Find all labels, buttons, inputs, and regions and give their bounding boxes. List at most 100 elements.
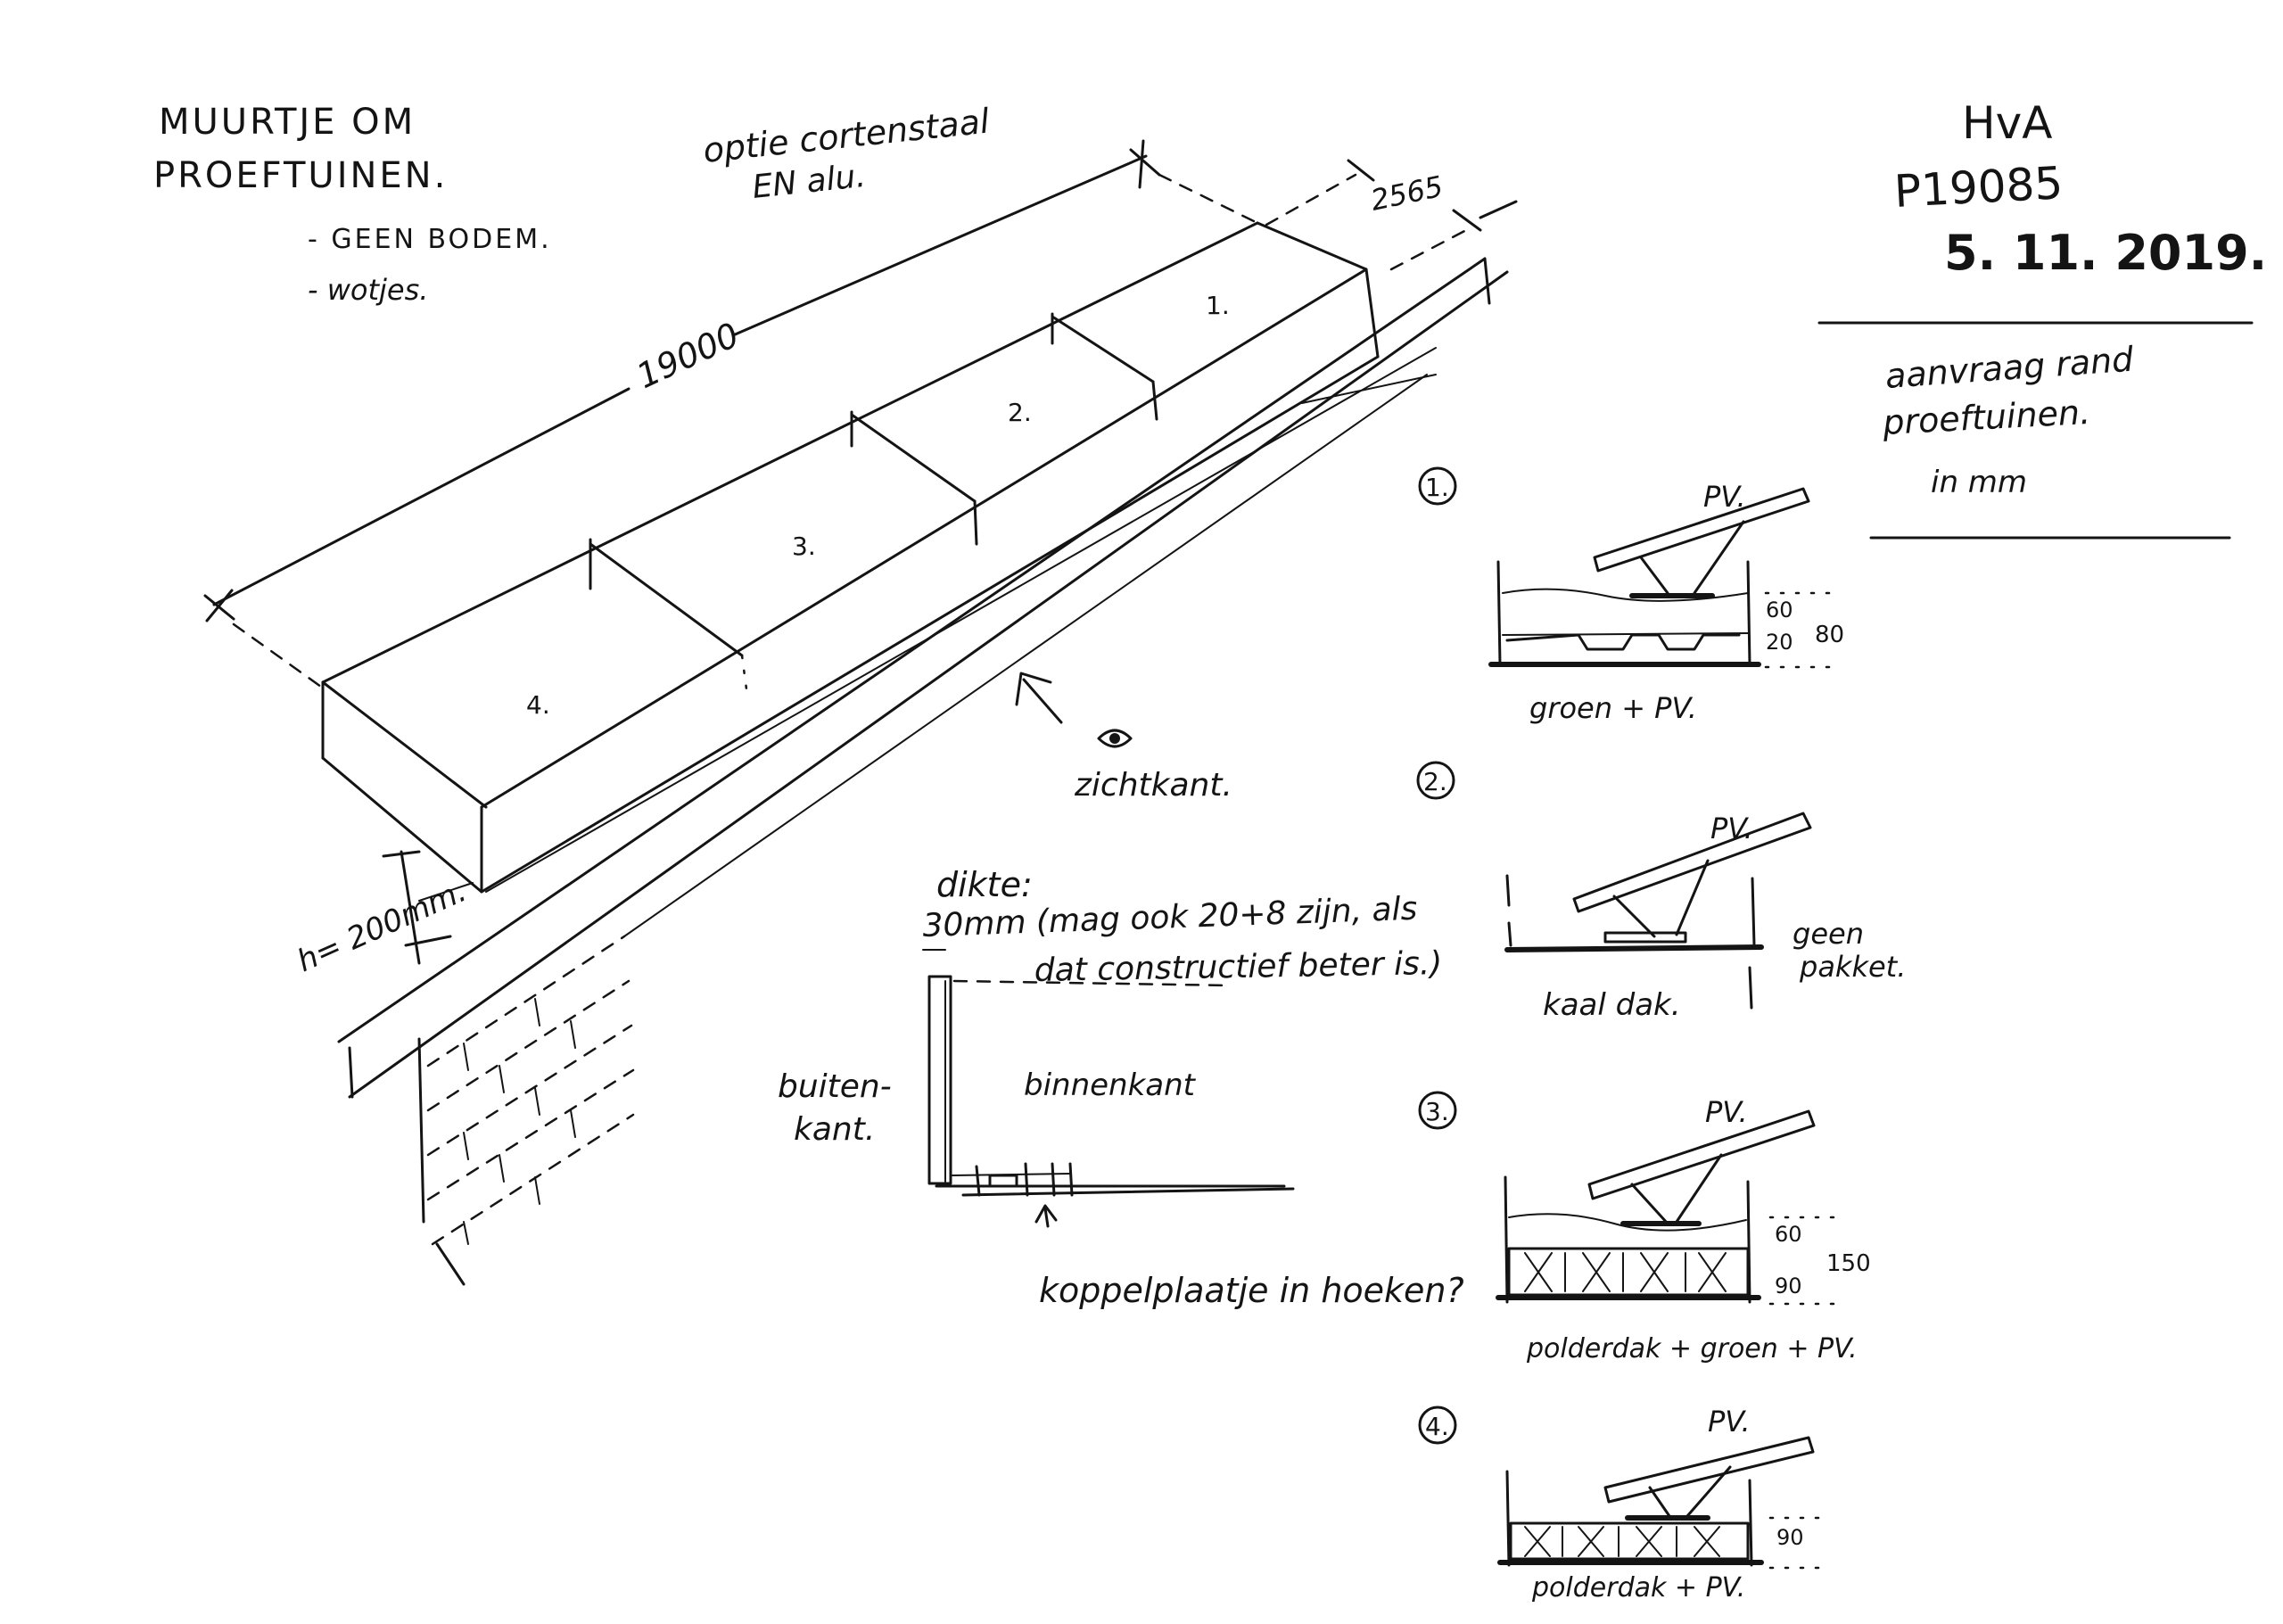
bed-label-2: 2.	[1008, 398, 1032, 427]
option-3-dim-90: 90	[1775, 1274, 1802, 1298]
option-3-number: 3.	[1425, 1097, 1449, 1126]
length-dim-tick-right	[1129, 148, 1161, 177]
brick-wall	[417, 935, 635, 1286]
coupling-arrow-head	[1034, 1204, 1058, 1224]
planter-front-right	[1364, 268, 1380, 359]
view-side-label: zichtkant.	[1074, 767, 1232, 804]
brick-wall-bottom	[435, 1242, 466, 1286]
option-2-side-line-2: pakket.	[1799, 950, 1906, 984]
planter-top-left-end	[321, 680, 488, 809]
option-2-pv-leg-a	[1612, 894, 1656, 938]
option-1-detail: 1. PV. 60 20 80 groen + PV.	[1418, 466, 1844, 725]
planter-top-end	[1256, 221, 1368, 271]
brick-course-2	[426, 979, 631, 1112]
bolt-4	[1068, 1162, 1074, 1197]
option-1-layer	[1502, 632, 1749, 636]
option-2-pv-leg-b	[1675, 859, 1710, 936]
roof-edge-4	[623, 374, 1428, 937]
option-3-number-circle	[1418, 1091, 1457, 1130]
bed-label-1: 1.	[1206, 291, 1230, 320]
length-dim-line-b	[731, 154, 1148, 337]
title-bullet-2: - wotjes.	[308, 273, 428, 307]
bolt-3	[1051, 1162, 1056, 1197]
option-4-pv-leg-a	[1648, 1486, 1671, 1518]
view-arrow-head	[1015, 672, 1052, 706]
divider-4-3	[589, 542, 744, 657]
option-3-soil	[1508, 1213, 1747, 1232]
divider-3-2	[850, 413, 977, 503]
option-3-pv-leg-a	[1630, 1183, 1669, 1225]
option-4-caption: polderdak + PV.	[1531, 1572, 1745, 1603]
bolt-1	[975, 1165, 981, 1197]
option-2-detail: 2. PV. kaal dak. geen pakket.	[1416, 761, 1906, 1023]
option-1-pv: PV.	[1703, 480, 1746, 514]
brick-joint-3	[499, 1065, 505, 1093]
material-note: optie cortenstaal EN alu.	[701, 101, 992, 205]
project-block: HvA P19085 5. 11. 2019. aanvraag rand pr…	[1817, 97, 2267, 540]
bed-label-4: 4.	[526, 690, 550, 720]
option-3-pv-leg-b	[1675, 1153, 1723, 1224]
option-1-soil	[1502, 588, 1749, 602]
option-2-wall-left	[1505, 874, 1511, 907]
coupling-question: koppelplaatje in hoeken?	[1039, 1271, 1464, 1310]
width-dim-tail	[1479, 200, 1518, 219]
brick-joint-5	[463, 1132, 469, 1160]
roof-parapet-end	[1483, 257, 1491, 305]
option-4-number: 4.	[1425, 1412, 1449, 1441]
option-2-wall-right	[1751, 877, 1756, 947]
option-3-wall-right	[1746, 1180, 1751, 1304]
height-dim-tick-bottom	[404, 935, 452, 947]
outside-label-line-2: kant.	[794, 1111, 875, 1148]
divider-2-1	[1051, 315, 1155, 383]
option-1-dim-20: 20	[1766, 630, 1793, 655]
option-2-side-line-1: geen	[1793, 917, 1864, 951]
option-1-dim-80: 80	[1815, 622, 1844, 648]
roof-line-far	[1301, 374, 1437, 404]
eye-icon	[1097, 729, 1133, 748]
thickness-note-line-2: dat constructief beter is.)	[1034, 945, 1442, 989]
title-block: MUURTJE OM PROEFTUINEN. - GEEN BODEM. - …	[153, 102, 549, 307]
wall-plate	[927, 975, 952, 1185]
planter-top-back-edge	[321, 221, 1259, 684]
option-3-dim-60: 60	[1775, 1222, 1802, 1247]
length-dim-tick-left-b	[205, 589, 234, 622]
length-dim-tick-right-b	[1138, 139, 1145, 189]
option-4-crate-pattern	[1524, 1526, 1720, 1557]
height-dim-ext	[418, 882, 474, 902]
option-3-pv-panel	[1587, 1109, 1816, 1200]
option-1-drainage	[1505, 633, 1741, 651]
option-4-number-circle	[1418, 1406, 1457, 1445]
width-dim-line	[1265, 173, 1357, 227]
roof-edge-1	[337, 257, 1487, 1043]
brick-course-1	[426, 935, 626, 1068]
option-3-pv: PV.	[1705, 1095, 1748, 1129]
divider-3-2-drop	[973, 499, 978, 546]
option-2-deck	[1504, 944, 1764, 952]
bed-label-3: 3.	[792, 532, 816, 561]
width-dim-tick-b	[1452, 209, 1482, 232]
brick-joint-7	[499, 1154, 505, 1183]
divider-2-1-drop	[1151, 380, 1158, 421]
option-1-pv-leg-a	[1639, 556, 1669, 595]
option-3-wall-left	[1504, 1175, 1509, 1304]
option-2-number: 2.	[1423, 767, 1447, 796]
option-4-polder-crate	[1509, 1521, 1750, 1561]
width-dim-tick-a	[1347, 159, 1375, 182]
option-2-wall-right-b	[1748, 966, 1753, 1010]
brick-joint-10	[534, 1176, 540, 1205]
client-name: HvA	[1962, 97, 2052, 149]
option-2-caption: kaal dak.	[1543, 987, 1681, 1023]
top-level-dash	[952, 979, 1232, 987]
length-ext-right	[1158, 173, 1259, 225]
inside-label: binnenkant	[1024, 1068, 1197, 1103]
width-dimension: 2565	[1368, 169, 1446, 218]
brick-course-3	[426, 1024, 633, 1157]
option-1-number-circle	[1418, 466, 1457, 506]
title-line-1: MUURTJE OM	[159, 102, 416, 143]
option-1-caption: groen + PV.	[1529, 691, 1697, 725]
option-2-pv-panel	[1572, 812, 1812, 913]
option-1-pv-leg-b	[1693, 520, 1745, 595]
option-2-pv-base	[1603, 931, 1687, 944]
option-1-number: 1.	[1425, 473, 1449, 502]
outside-label-line-1: buiten-	[778, 1068, 892, 1105]
